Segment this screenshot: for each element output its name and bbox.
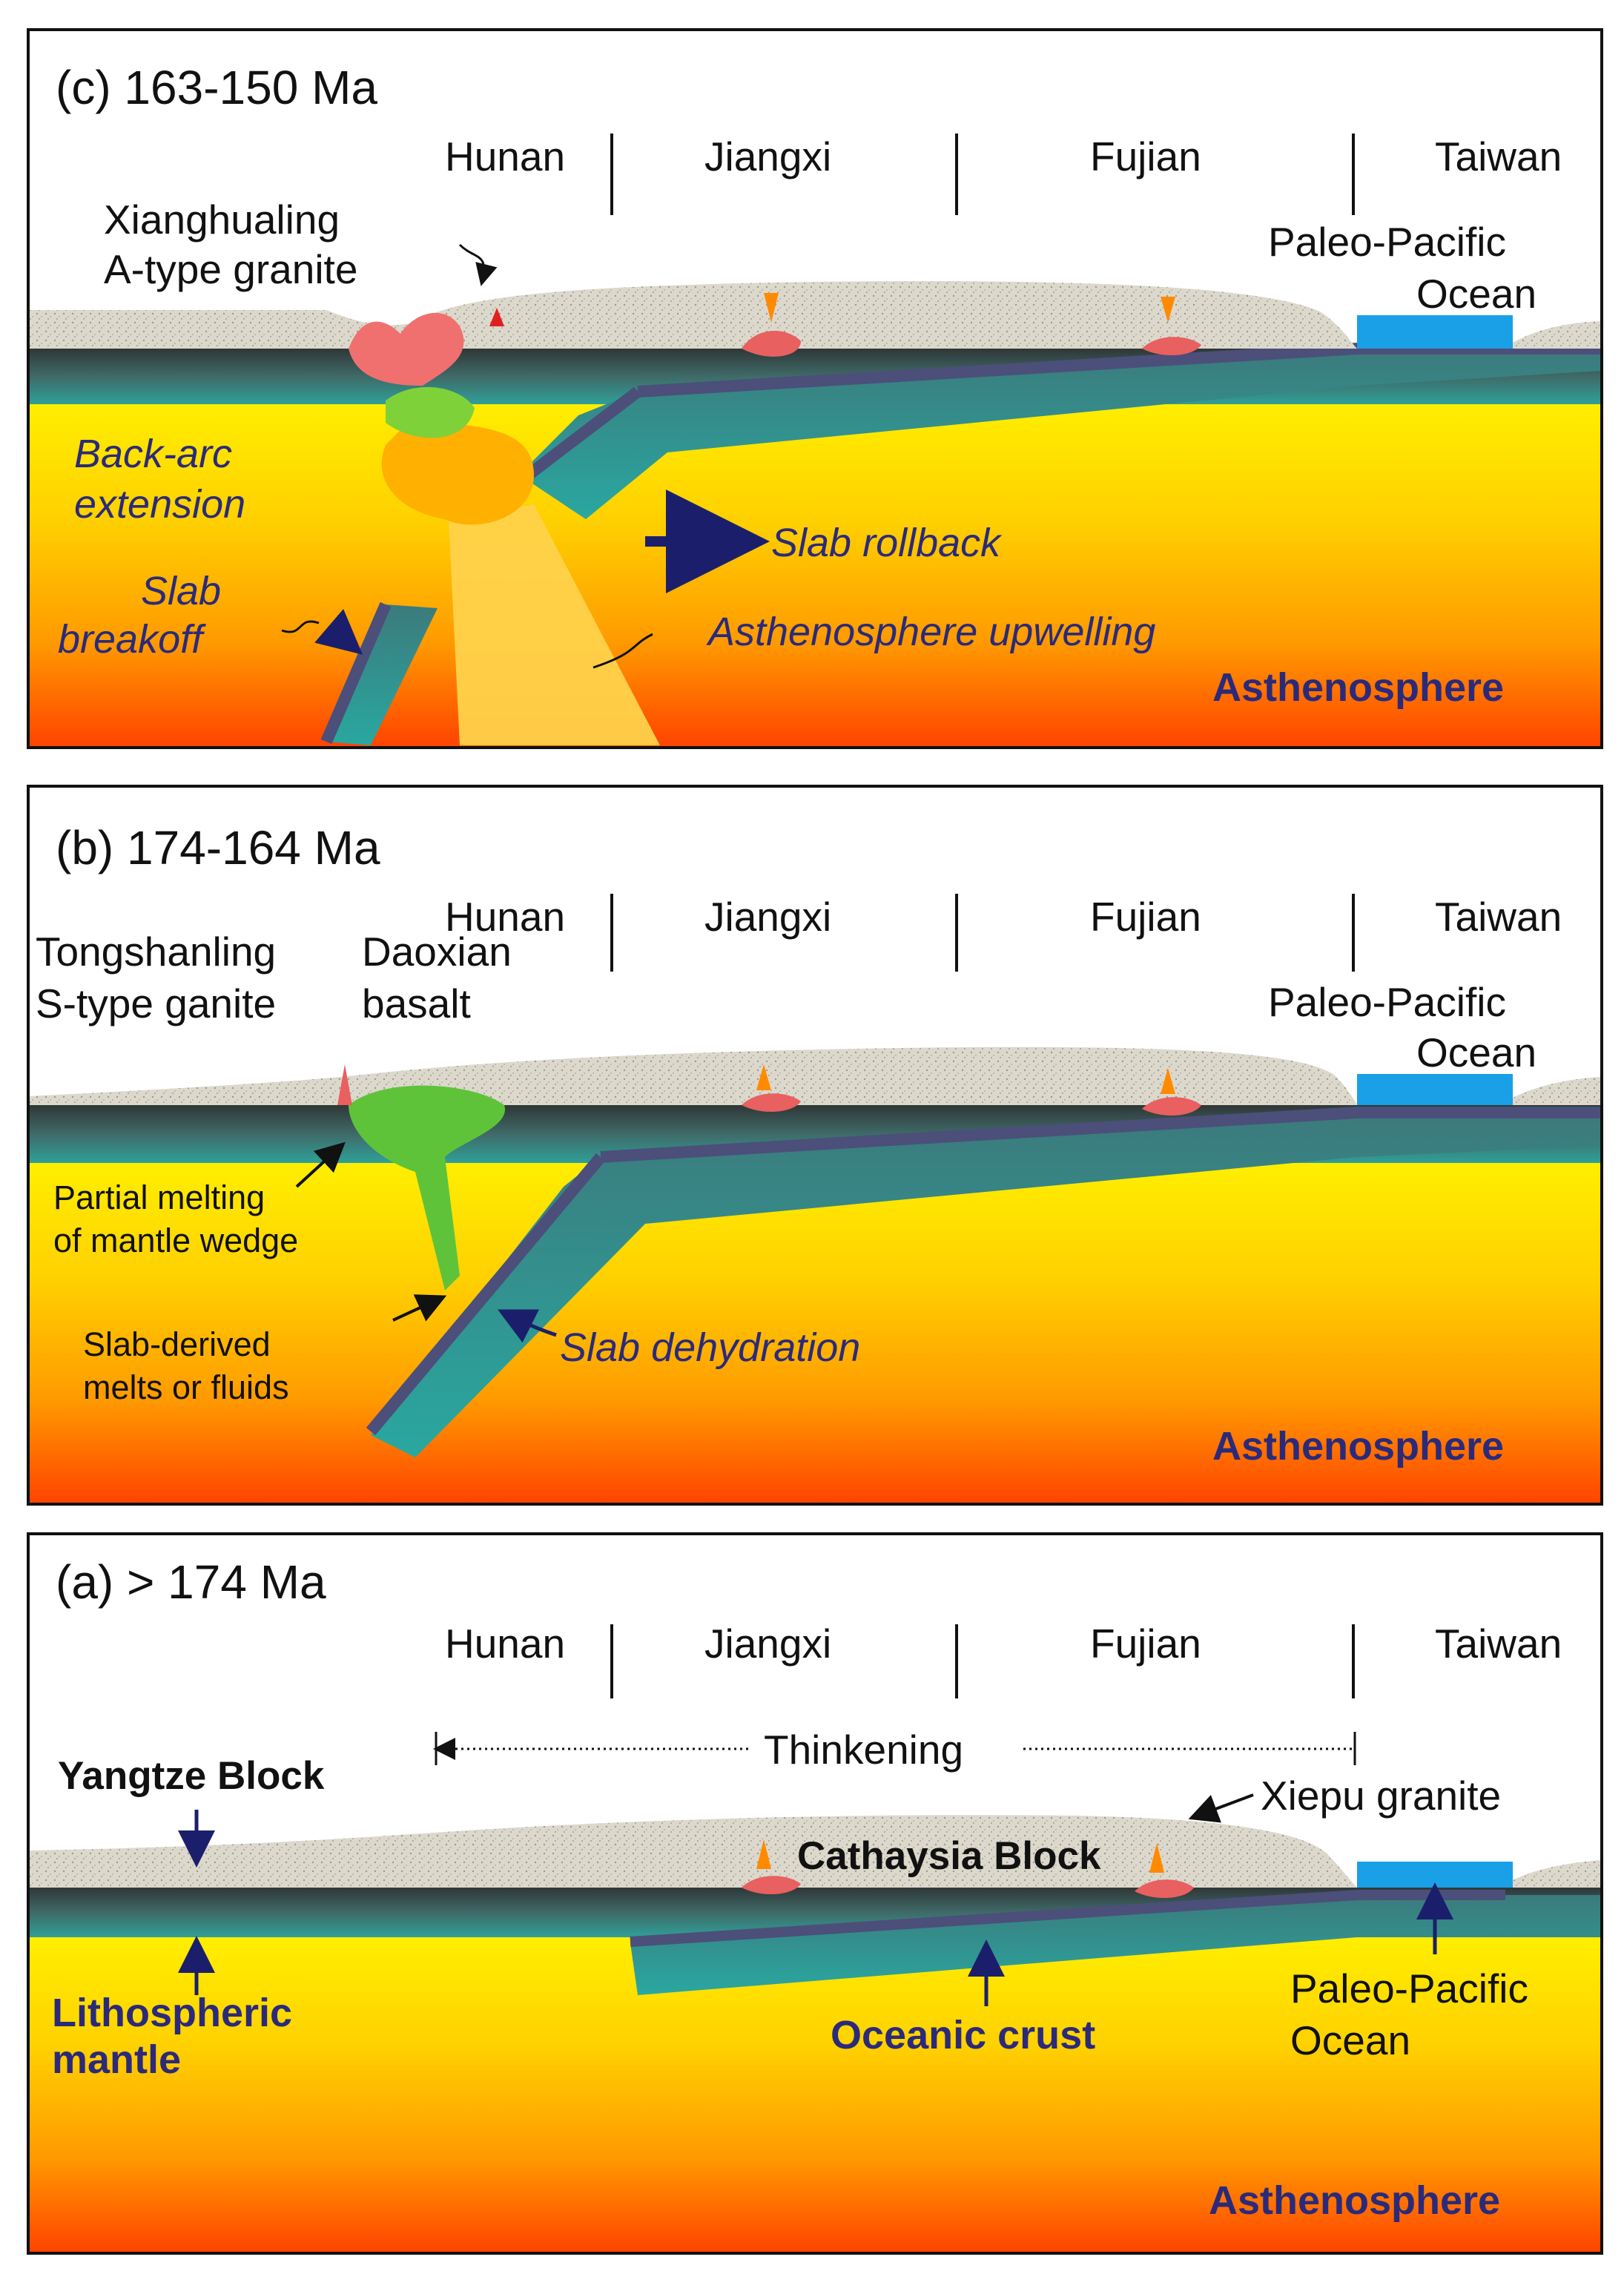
ocean-b [1357,1074,1513,1105]
region-fujian-c: Fujian [1090,134,1201,179]
ocean-a [1357,1862,1513,1888]
oceanic-slab-a [630,1895,1600,1995]
label-ocean-b-1: Paleo-Pacific [1268,979,1506,1025]
region-fujian-a: Fujian [1090,1621,1201,1667]
region-hunan-a: Hunan [445,1621,565,1667]
region-taiwan-c: Taiwan [1435,134,1562,179]
upwelling-plume [449,504,660,745]
label-asthenosphere-b: Asthenosphere [1212,1424,1504,1469]
region-hunan-c: Hunan [445,134,565,179]
label-partial-melting-2: of mantle wedge [53,1222,298,1259]
label-upwelling: Asthenosphere upwelling [706,610,1155,654]
broken-slab-c [326,604,438,745]
panel-b-title: (b) 174-164 Ma [56,821,380,874]
label-yangtze-block: Yangtze Block [58,1754,325,1798]
label-daoxian-1: Daoxian [362,929,512,975]
label-ocean-c-2: Ocean [1416,271,1536,317]
panel-c-title: (c) 163-150 Ma [56,61,377,114]
slab-b [371,1113,1600,1457]
label-tongshanling-1: Tongshanling [36,929,276,975]
label-tongshanling-2: S-type ganite [36,981,276,1026]
ocean-c [1357,315,1513,349]
label-oceanic-crust: Oceanic crust [831,2013,1095,2057]
label-asthenosphere-c: Asthenosphere [1212,665,1504,710]
label-lithospheric-2: mantle [52,2037,181,2082]
region-taiwan-a: Taiwan [1435,1621,1562,1667]
region-jiangxi-c: Jiangxi [704,134,831,179]
label-ocean-c-1: Paleo-Pacific [1268,219,1506,265]
label-daoxian-2: basalt [362,981,471,1026]
panel-a: (a) > 174 Ma Hunan Jiangxi Fujian Taiwan… [27,1532,1603,2255]
panel-b: (b) 174-164 Ma Hunan Jiangxi Fujian Taiw… [27,785,1603,1506]
label-thickening: Thinkening [764,1727,963,1773]
label-xianghualing-2: A-type granite [104,246,357,292]
label-xiepu-granite: Xiepu granite [1261,1773,1501,1819]
region-jiangxi-b: Jiangxi [704,894,831,940]
region-fujian-b: Fujian [1090,894,1201,940]
asthenosphere-c [30,401,1600,746]
label-cathaysia-block: Cathaysia Block [797,1834,1101,1878]
label-backarc-1: Back-arc [74,432,232,476]
label-backarc-2: extension [74,482,245,527]
label-ocean-a-1: Paleo-Pacific [1290,1965,1528,2011]
label-asthenosphere-a: Asthenosphere [1209,2178,1500,2223]
label-breakoff-2: breakoff [58,617,206,662]
label-rollback: Slab rollback [771,521,1003,565]
label-partial-melting-1: Partial melting [53,1179,265,1216]
panel-c: (c) 163-150 Ma Hunan Jiangxi Fujian Taiw… [27,28,1603,749]
panel-a-title: (a) > 174 Ma [56,1555,326,1609]
asthenosphere-a [30,1937,1600,2252]
slab-c [519,349,1600,519]
region-jiangxi-a: Jiangxi [704,1621,831,1667]
label-ocean-b-2: Ocean [1416,1029,1536,1075]
label-slab-derived-1: Slab-derived [83,1325,271,1363]
region-taiwan-b: Taiwan [1435,894,1562,940]
label-slab-derived-2: melts or fluids [83,1368,289,1406]
label-ocean-a-2: Ocean [1290,2017,1410,2063]
label-xianghualing-1: Xianghualing [104,197,340,243]
label-lithospheric-1: Lithospheric [52,1991,292,2035]
label-breakoff-1: Slab [141,569,221,613]
label-dehydration: Slab dehydration [560,1325,860,1370]
asthenosphere-b [30,1161,1600,1503]
region-hunan-b: Hunan [445,894,565,940]
